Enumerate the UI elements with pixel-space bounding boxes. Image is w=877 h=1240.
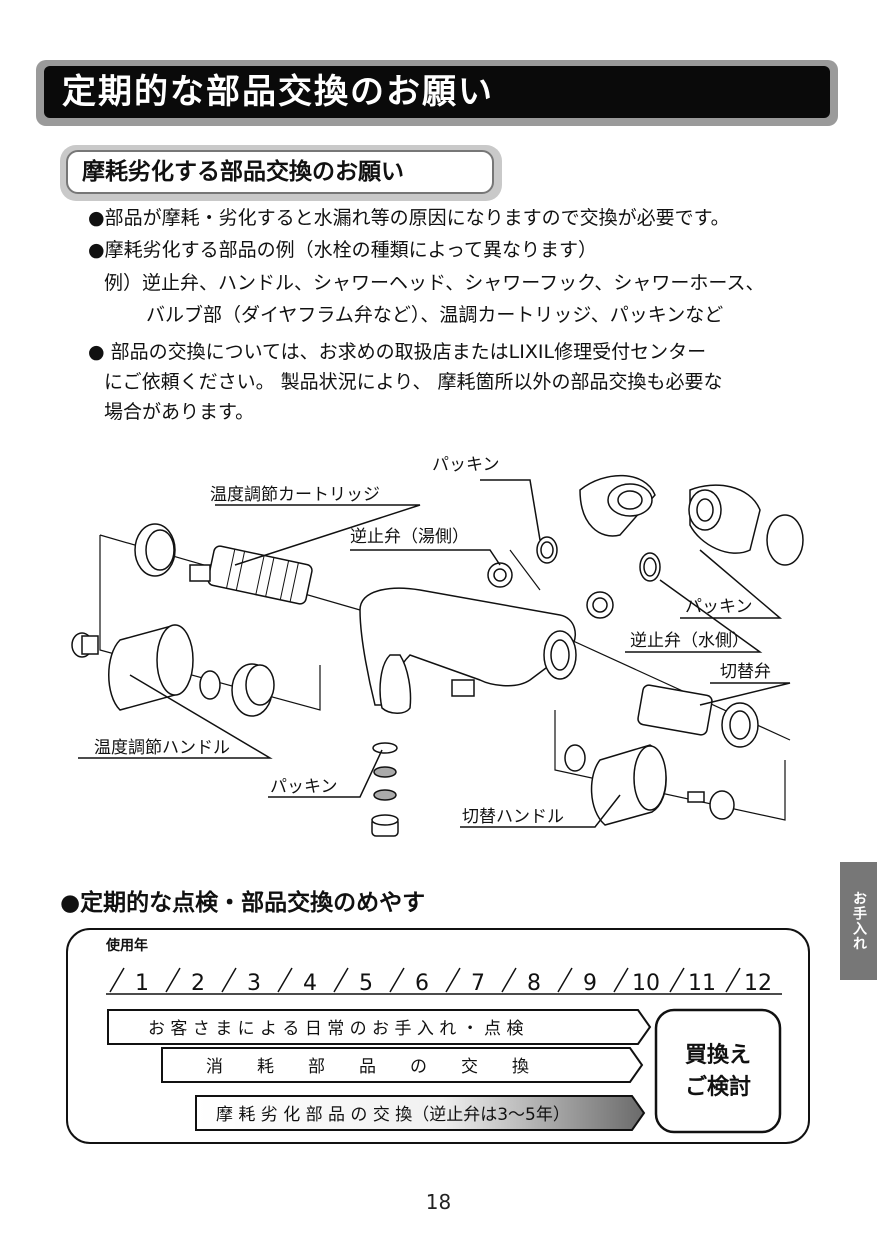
label-packing-right: パッキン — [685, 597, 753, 617]
year-tick-label: 5 — [359, 971, 373, 996]
year-tick-label: 4 — [303, 971, 317, 996]
page-number: 18 — [425, 1190, 452, 1214]
label-check-valve-cold: 逆止弁（水側） — [630, 631, 749, 651]
label-temp-handle: 温度調節ハンドル — [94, 738, 230, 758]
row-daily-care: お 客 さ ま に よ る 日 常 の お 手 入 れ ・ 点 検 — [148, 1019, 523, 1039]
year-slash — [221, 967, 237, 993]
replace-consider-line2: ご検討 — [685, 1074, 751, 1100]
bullet-contact-line-3: 場合があります。 — [104, 401, 255, 423]
label-check-valve-hot: 逆止弁（湯側） — [350, 527, 469, 547]
year-slash — [613, 967, 629, 993]
bullet-contact-line-1: ● 部品の交換については、お求めの取扱店またはLIXIL修理受付センター — [88, 341, 707, 363]
year-slash — [725, 967, 741, 993]
year-slash — [165, 967, 181, 993]
bullet-replacement-needed: ●部品が摩耗・劣化すると水漏れ等の原因になりますので交換が必要です。 — [88, 207, 730, 229]
row-consumables: 消 耗 部 品 の 交 換 — [206, 1057, 529, 1077]
schedule-heading: ●定期的な点検・部品交換のめやす — [60, 890, 426, 916]
year-tick-label: 9 — [583, 971, 597, 996]
year-slash — [501, 967, 517, 993]
year-tick-label: 3 — [247, 971, 261, 996]
year-slash — [333, 967, 349, 993]
year-tick-label: 1 — [135, 971, 149, 996]
label-packing-top: パッキン — [432, 455, 500, 475]
label-switch-valve: 切替弁 — [720, 662, 771, 682]
year-tick-label: 6 — [415, 971, 429, 996]
row-wear-parts: 摩 耗 劣 化 部 品 の 交 換（逆止弁は3〜5年） — [216, 1105, 570, 1125]
year-slash — [277, 967, 293, 993]
replace-consider-line1: 買換え — [685, 1042, 751, 1068]
schedule-frame — [66, 928, 810, 1144]
year-tick-label: 11 — [688, 971, 716, 996]
section-heading: 摩耗劣化する部品交換のお願い — [66, 150, 494, 194]
bullet-parts-examples: ●摩耗劣化する部品の例（水栓の種類によって異なります） — [88, 239, 598, 261]
year-tick-label: 10 — [632, 971, 660, 996]
examples-line-1: 例）逆止弁、ハンドル、シャワーヘッド、シャワーフック、シャワーホース、 — [104, 272, 765, 294]
year-tick-label: 2 — [191, 971, 205, 996]
side-tab-care: お手入れ — [840, 862, 877, 980]
year-tick-label: 8 — [527, 971, 541, 996]
years-label: 使用年 — [105, 937, 148, 954]
year-tick-label: 7 — [471, 971, 485, 996]
year-tick-label: 12 — [744, 971, 772, 996]
examples-line-2: バルブ部（ダイヤフラム弁など）、温調カートリッジ、パッキンなど — [146, 304, 724, 326]
year-slash — [669, 967, 685, 993]
label-temp-cartridge: 温度調節カートリッジ — [210, 485, 380, 505]
year-slash — [445, 967, 461, 993]
page-title: 定期的な部品交換のお願い — [44, 66, 830, 118]
label-packing-bottom: パッキン — [270, 777, 338, 797]
label-switch-handle: 切替ハンドル — [462, 807, 564, 827]
faucet-exploded-diagram: パッキン 温度調節カートリッジ 逆止弁（湯側） パッキン 逆止弁（水側） 切替弁… — [71, 455, 804, 837]
year-slash — [389, 967, 405, 993]
year-slash — [557, 967, 573, 993]
year-slash — [109, 967, 125, 993]
bullet-contact-line-2: にご依頼ください。 製品状況により、 摩耗箇所以外の部品交換も必要な — [104, 371, 723, 393]
